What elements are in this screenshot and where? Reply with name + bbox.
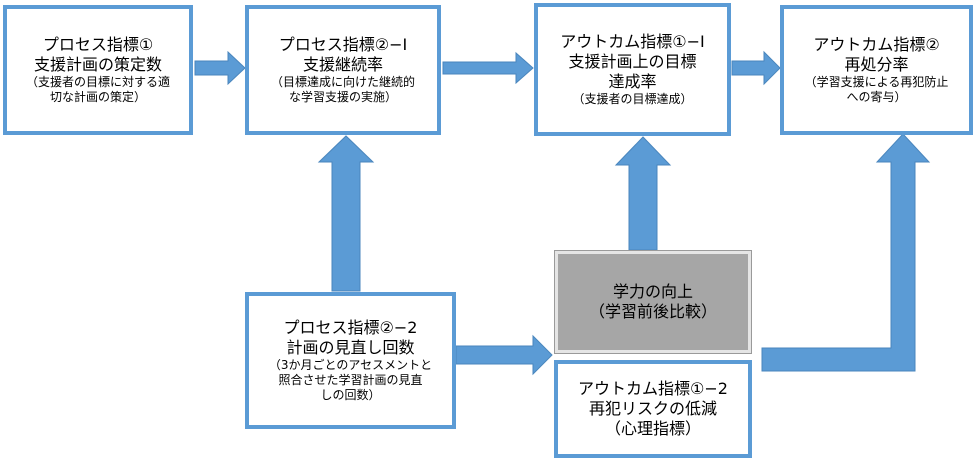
outcome-indicator-1-1-box: アウトカム指標①−Ⅰ 支援計画上の目標 達成率 （支援者の目標達成） (534, 3, 731, 136)
box-title-line: アウトカム指標①−2 (578, 379, 728, 398)
box-subtext-line: 切な計画の策定） (49, 90, 146, 104)
box-subtext-line: への寄与） (846, 90, 907, 104)
arrow-process1-to-process2-1 (194, 50, 246, 86)
box-title-line: プロセス指標① (42, 35, 154, 54)
arrow-center-to-outcome1-1 (614, 136, 672, 251)
box-subtext-line: 照合させた学習計画の見直 (278, 373, 423, 387)
box-title-line: 再処分率 (844, 55, 909, 74)
box-title-line: （学習前後比較） (588, 302, 717, 321)
box-title-line: 学力の向上 (612, 282, 693, 301)
box-title-line: プロセス指標②−2 (283, 318, 418, 337)
box-title-line: プロセス指標②−Ⅰ (278, 35, 408, 54)
box-title-line: 再犯リスクの低減 (588, 399, 717, 418)
box-subtext-line: （3か月ごとのアセスメントと (268, 358, 433, 372)
academic-improvement-box: 学力の向上 （学習前後比較） (554, 250, 752, 354)
outcome-indicator-1-2-box: アウトカム指標①−2 再犯リスクの低減 （心理指標） (554, 360, 752, 458)
box-title-line: 支援継続率 (302, 55, 383, 74)
box-title-line: 達成率 (608, 72, 657, 91)
box-title-line: アウトカム指標② (813, 35, 940, 54)
arrow-outcome1-1-to-outcome2 (731, 50, 781, 86)
box-subtext-line: （目標達成に向けた継続的 (270, 75, 415, 89)
box-title-line: 計画の見直し回数 (286, 338, 415, 357)
box-subtext-line: （学習支援による再犯防止 (804, 75, 949, 89)
outcome-indicator-2-box: アウトカム指標② 再処分率 （学習支援による再犯防止 への寄与） (780, 5, 973, 135)
box-subtext-line: （支援者の目標に対する適 (25, 75, 170, 89)
box-title-line: 支援計画上の目標 (568, 52, 697, 71)
box-subtext-line: な学習支援の実施） (288, 90, 397, 104)
process-indicator-2-1-box: プロセス指標②−Ⅰ 支援継続率 （目標達成に向けた継続的 な学習支援の実施） (245, 5, 441, 135)
box-subtext-line: （支援者の目標達成） (572, 92, 693, 106)
box-subtext-line: しの回数） (320, 388, 381, 402)
box-title-line: アウトカム指標①−Ⅰ (560, 32, 705, 51)
arrow-process2-2-to-process2-1 (317, 135, 375, 292)
box-title-line: 支援計画の策定数 (33, 55, 162, 74)
arrow-center-to-outcome2 (761, 133, 931, 372)
box-title-line: （心理指標） (604, 419, 701, 438)
process-indicator-1-box: プロセス指標① 支援計画の策定数 （支援者の目標に対する適 切な計画の策定） (3, 5, 193, 135)
arrow-process2-1-to-outcome1-1 (442, 51, 534, 85)
arrow-process2-2-to-center (455, 334, 553, 376)
process-indicator-2-2-box: プロセス指標②−2 計画の見直し回数 （3か月ごとのアセスメントと 照合させた学… (245, 292, 456, 429)
